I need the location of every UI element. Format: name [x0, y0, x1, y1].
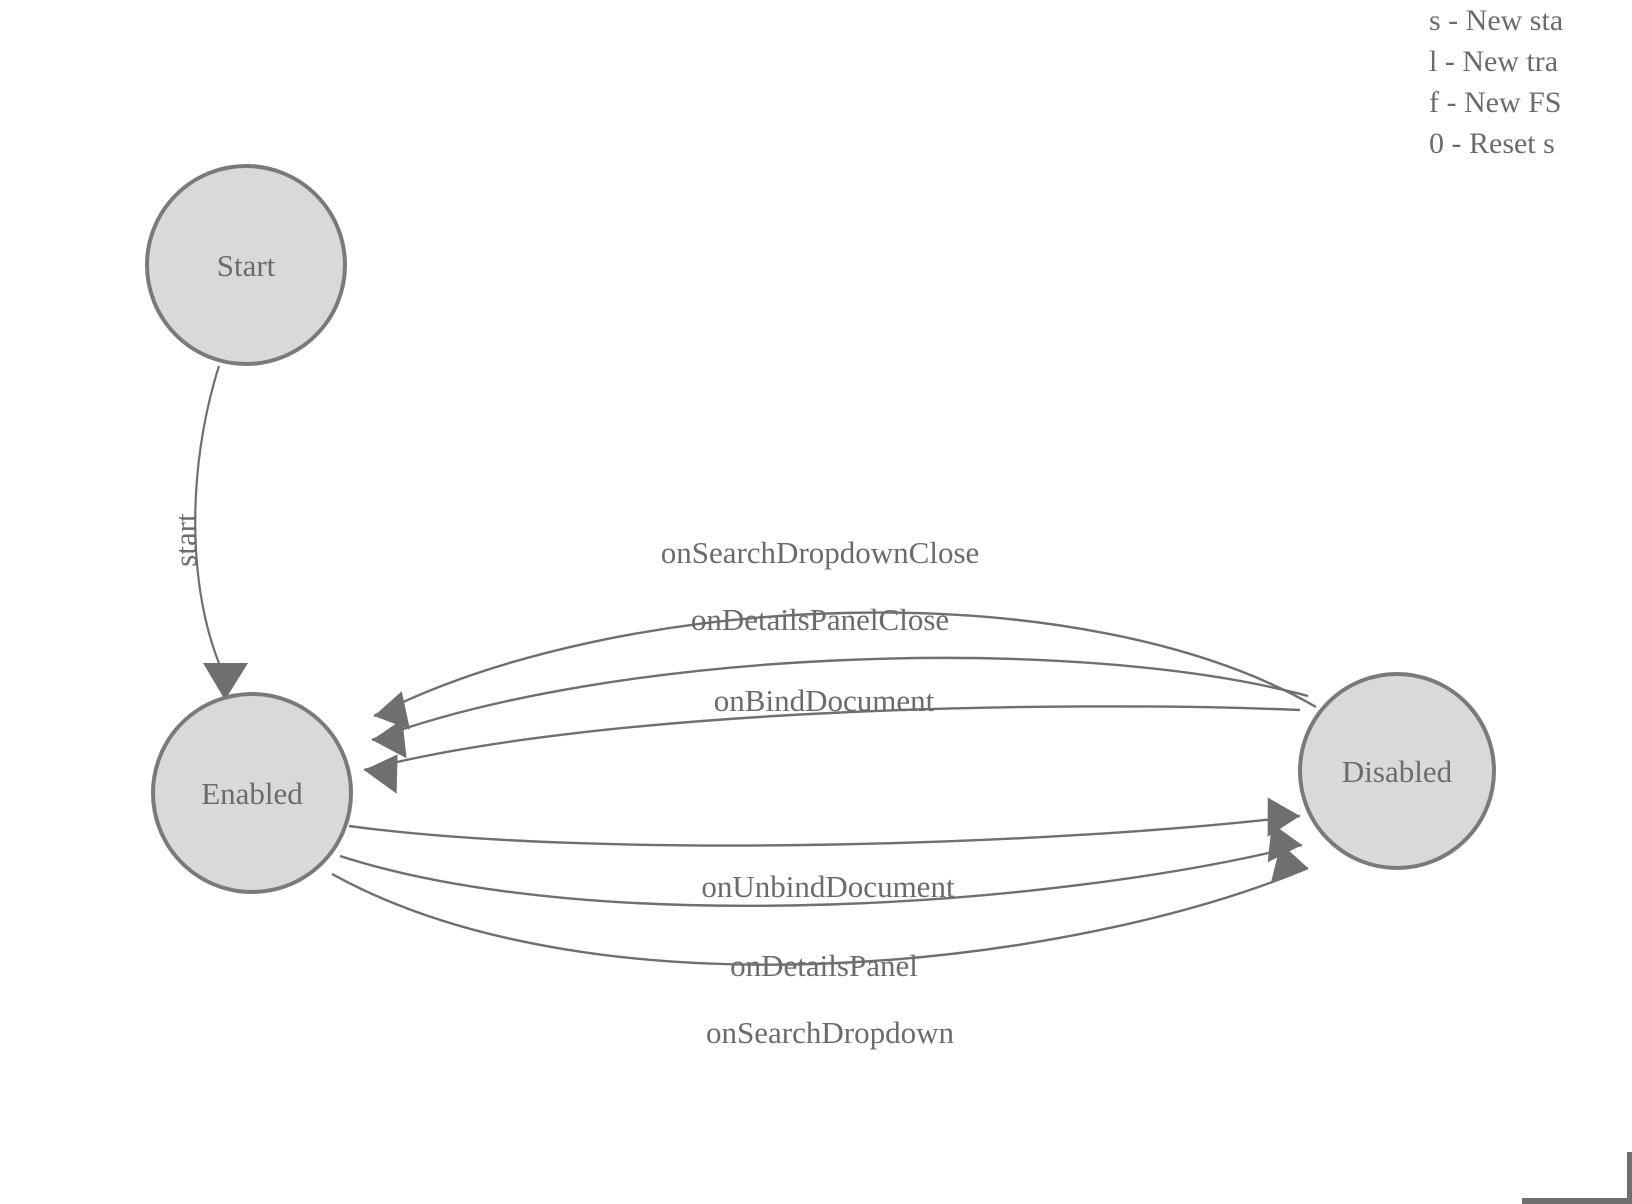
node-circle-start[interactable] — [145, 164, 347, 366]
arrow-head-on-search-dropdown — [1271, 843, 1308, 882]
edge-on-details-panel[interactable]: onDetailsPanel — [339, 823, 1305, 983]
horizontal-scrollbar[interactable] — [1522, 1198, 1627, 1204]
edge-path-on-search-dropdown-close — [373, 611, 1317, 718]
arrow-head-on-search-dropdown-close — [374, 691, 410, 730]
arrow-head-on-details-panel — [1267, 823, 1302, 863]
arrow-head-on-bind-document — [364, 754, 398, 794]
edge-path-on-details-panel-close — [371, 656, 1309, 742]
help-line-new-transition: l - New tra — [1429, 45, 1559, 78]
node-label-start: Start — [217, 248, 276, 283]
help-line-reset: 0 - Reset s — [1429, 127, 1555, 160]
node-label-disabled: Disabled — [1342, 754, 1453, 789]
node-circle-enabled[interactable] — [151, 692, 353, 894]
vertical-scrollbar[interactable] — [1627, 1152, 1632, 1204]
help-line-new-fsm: f - New FS — [1429, 86, 1562, 119]
edge-on-details-panel-close[interactable]: onDetailsPanelClose — [369, 602, 1309, 764]
edge-path-on-details-panel — [339, 843, 1303, 907]
edge-label-on-unbind-document: onUnbindDocument — [701, 869, 955, 904]
edge-path-on-bind-document — [363, 705, 1301, 772]
edge-path-on-unbind-document — [348, 814, 1301, 847]
node-label-enabled: Enabled — [201, 776, 303, 811]
node-start[interactable]: Start — [145, 164, 347, 366]
edge-label-on-bind-document: onBindDocument — [714, 683, 935, 718]
node-circle-disabled[interactable] — [1298, 672, 1496, 870]
edge-on-search-dropdown[interactable]: onSearchDropdown — [331, 843, 1313, 1050]
edge-on-unbind-document[interactable]: onUnbindDocument — [348, 797, 1302, 904]
edge-on-bind-document[interactable]: onBindDocument — [363, 683, 1301, 797]
edge-label-on-search-dropdown-close: onSearchDropdownClose — [661, 535, 980, 570]
edge-on-search-dropdown-close[interactable]: onSearchDropdownClose — [369, 535, 1317, 739]
edge-label-start: start — [168, 513, 203, 567]
shortcut-help-panel: s - New sta l - New tra f - New FS 0 - R… — [1429, 0, 1632, 164]
help-line-new-state: s - New sta — [1429, 4, 1564, 37]
edge-label-on-details-panel-close: onDetailsPanelClose — [691, 602, 949, 637]
edge-path-start — [194, 365, 223, 669]
edge-start[interactable]: start — [168, 365, 248, 700]
arrow-head-on-details-panel-close — [372, 719, 407, 759]
node-disabled[interactable]: Disabled — [1298, 672, 1496, 870]
arrow-head-start — [203, 663, 248, 700]
edge-path-on-search-dropdown — [331, 866, 1309, 966]
edge-label-on-search-dropdown: onSearchDropdown — [706, 1015, 954, 1050]
node-enabled[interactable]: Enabled — [151, 692, 353, 894]
